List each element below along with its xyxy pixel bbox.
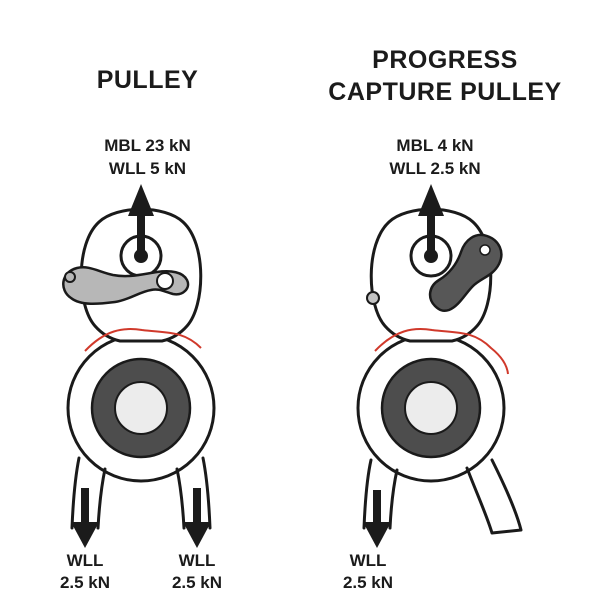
- sheave-hole: [114, 381, 168, 435]
- progress-title-line-1: PROGRESS: [372, 46, 518, 74]
- wll-label: WLL 2.5 kN: [323, 550, 413, 594]
- pulley-title: PULLEY: [10, 64, 285, 96]
- cam-hole: [479, 244, 491, 256]
- progress-wll-text: WLL 2.5 kN: [389, 158, 481, 178]
- down-arrow-icon: [363, 490, 391, 548]
- progress-mbl-text: MBL 4 kN: [396, 136, 474, 155]
- progress-title-line-2: CAPTURE PULLEY: [328, 78, 562, 106]
- up-arrow-icon: [427, 212, 435, 256]
- progress-capture-pulley-illustration: [356, 184, 523, 548]
- carabiner-gate: [62, 266, 190, 305]
- down-arrow-icon: [71, 488, 99, 548]
- sheave-hole: [404, 381, 458, 435]
- attachment-point-dot: [424, 249, 438, 263]
- wll-value: 2.5 kN: [342, 573, 394, 593]
- attachment-point-dot: [134, 249, 148, 263]
- pulley-mbl-text: MBL 23 kN: [104, 136, 191, 155]
- right-strap: [465, 458, 523, 535]
- rope-path: [374, 328, 509, 375]
- gate-pin: [64, 271, 76, 283]
- pulley-rating-label: MBL 23 kN WLL 5 kN: [10, 135, 285, 181]
- wll-label: WLL 2.5 kN: [152, 550, 242, 594]
- pulley-title-line: PULLEY: [96, 66, 199, 94]
- wll-value: 2.5 kN: [171, 573, 223, 593]
- wll-text: WLL: [178, 551, 216, 570]
- up-arrow-head-icon: [418, 184, 444, 216]
- down-arrow-icon: [183, 488, 211, 548]
- wll-value: 2.5 kN: [59, 573, 111, 593]
- pulley-wll-text: WLL 5 kN: [108, 158, 187, 178]
- wll-text: WLL: [349, 551, 387, 570]
- rope-path: [84, 328, 202, 352]
- progress-rating-label: MBL 4 kN WLL 2.5 kN: [300, 135, 570, 181]
- axle-pin: [366, 291, 380, 305]
- left-strap: [70, 456, 107, 530]
- up-arrow-icon: [137, 212, 145, 256]
- wll-label: WLL 2.5 kN: [40, 550, 130, 594]
- right-strap: [175, 456, 212, 530]
- wll-text: WLL: [66, 551, 104, 570]
- up-arrow-head-icon: [128, 184, 154, 216]
- gate-hole: [156, 272, 174, 290]
- pulley-illustration: [62, 184, 216, 548]
- progress-capture-pulley-title: PROGRESS CAPTURE PULLEY: [300, 44, 590, 108]
